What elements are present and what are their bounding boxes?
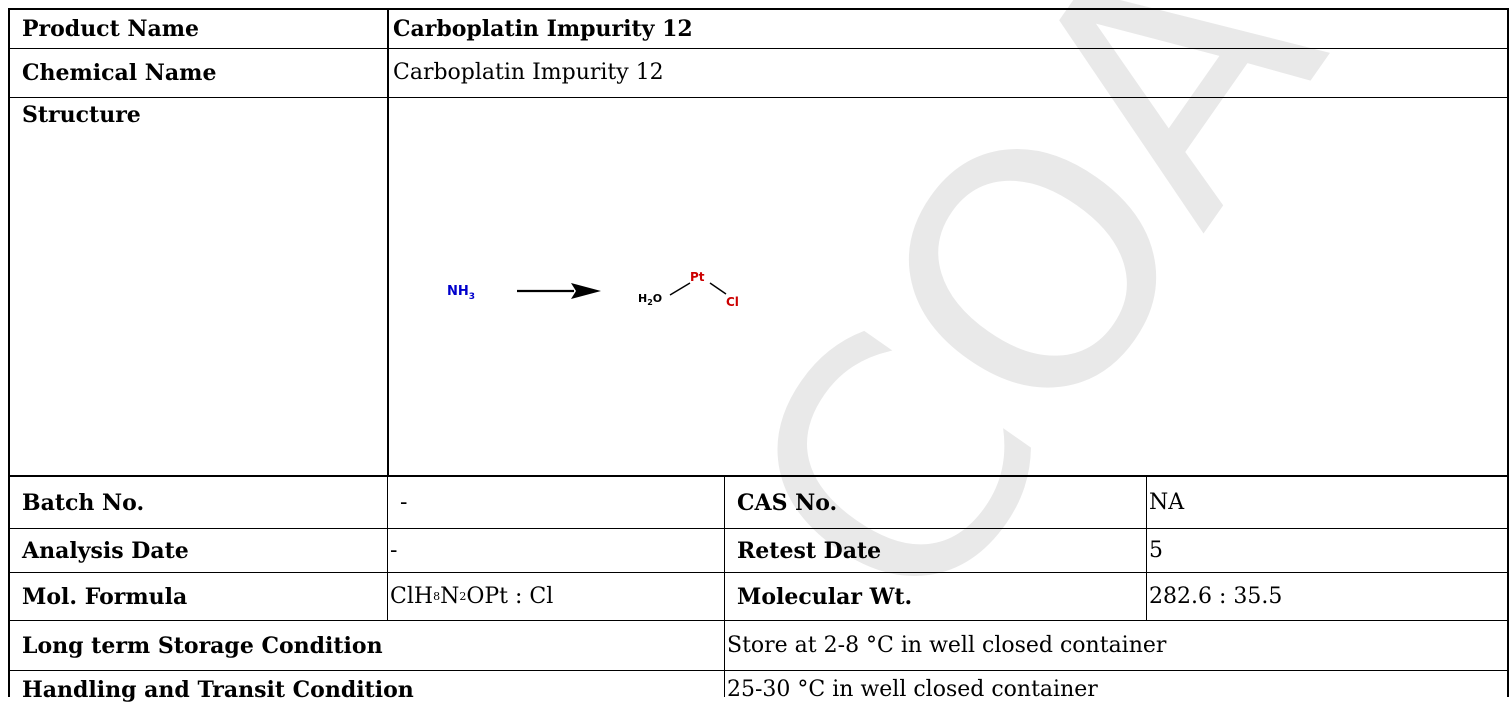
bond-pt-cl [709,282,727,295]
molecular-wt-label: Molecular Wt. [737,583,913,610]
platinum-atom: Pt [690,270,705,284]
cas-no-label: CAS No. [737,489,838,516]
analysis-date-value: - [390,537,398,563]
bond-o-pt [669,282,691,296]
product-name-value: Carboplatin Impurity 12 [393,16,693,42]
batch-no-value: - [400,489,408,515]
chemical-structure-image: NH3 H2O Pt Cl [447,270,739,309]
storage-condition-label: Long term Storage Condition [22,632,383,659]
analysis-date-label: Analysis Date [22,537,189,564]
chemical-name-value: Carboplatin Impurity 12 [393,60,664,85]
reactant-nh3: NH3 [447,284,475,302]
retest-date-label: Retest Date [737,537,882,564]
water-ligand: H2O [638,292,662,307]
product-name-label: Product Name [22,16,200,42]
structure-label: Structure [22,102,141,128]
storage-condition-value: Store at 2-8 °C in well closed container [727,632,1167,658]
handling-condition-label: Handling and Transit Condition [22,677,414,703]
batch-no-label: Batch No. [22,489,145,516]
chlorine-atom: Cl [726,295,739,309]
chemical-name-label: Chemical Name [22,60,217,86]
retest-date-value: 5 [1149,537,1163,563]
cas-no-value: NA [1149,489,1185,515]
molecular-wt-value: 282.6 : 35.5 [1149,583,1283,609]
handling-condition-value: 25-30 °C in well closed container [727,677,1098,702]
reaction-arrow-head [571,283,601,299]
mol-formula-label: Mol. Formula [22,583,188,610]
